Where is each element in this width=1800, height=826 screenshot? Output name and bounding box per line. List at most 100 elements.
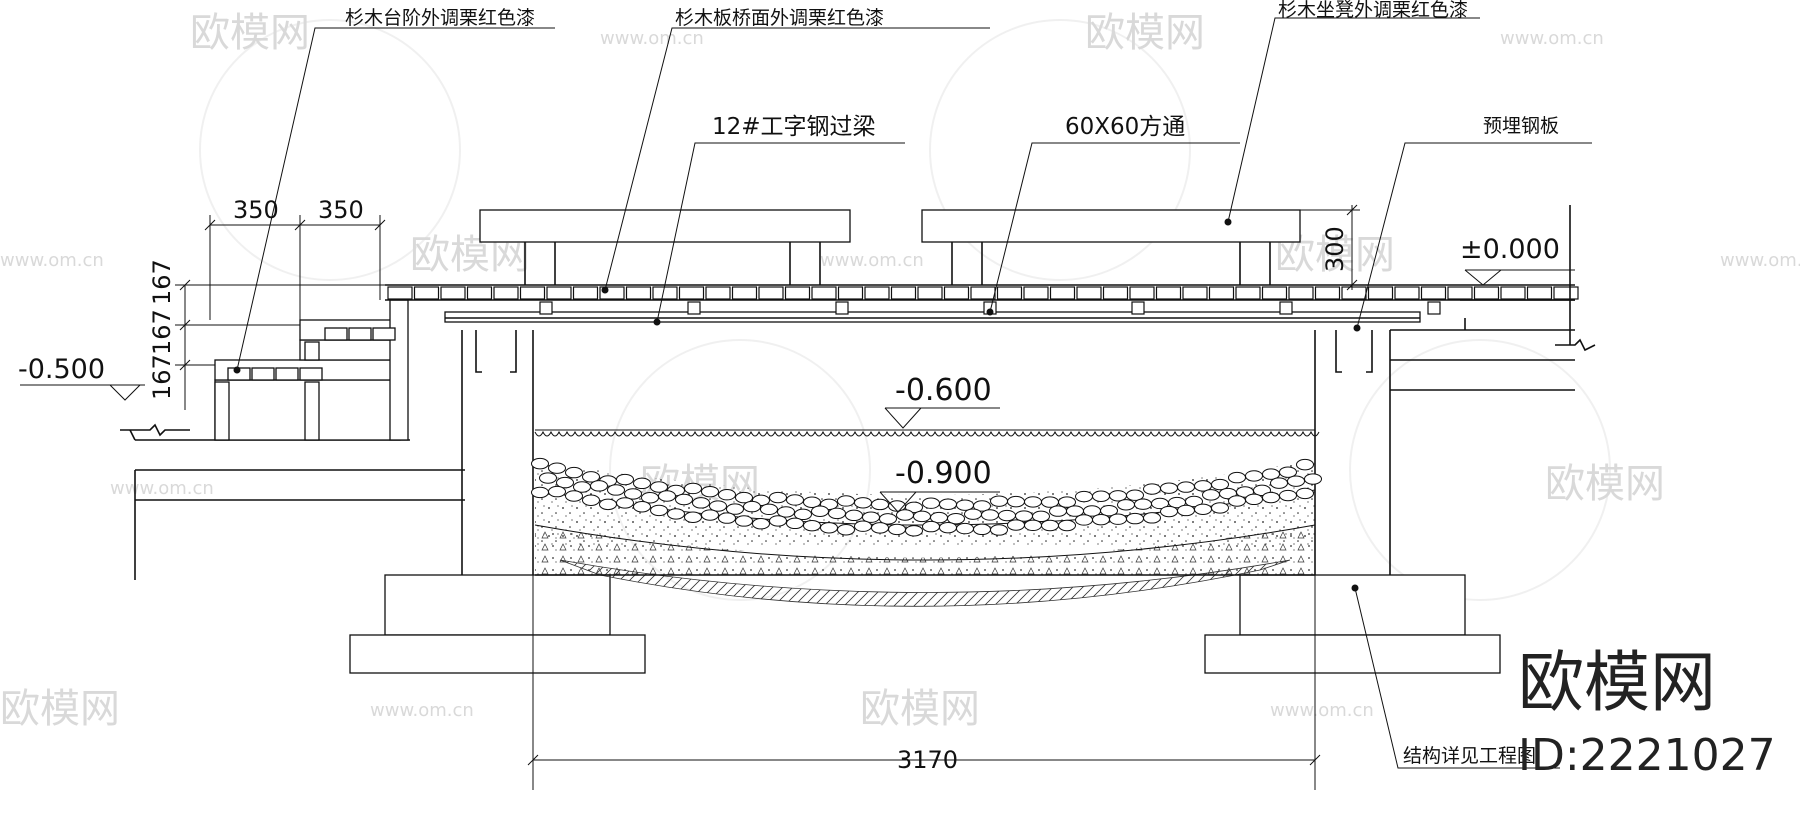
- step-width-dim-1: 350: [233, 196, 279, 224]
- step-tread-upper: [324, 327, 396, 341]
- watermark-url-text: www.om.cn: [1270, 700, 1374, 721]
- pebble: [607, 484, 625, 496]
- pebble: [964, 508, 982, 520]
- deck-plank: [917, 286, 943, 300]
- square-tube: [835, 301, 849, 315]
- pebble: [590, 480, 608, 492]
- deck-plank: [572, 286, 599, 300]
- pebble: [1185, 495, 1203, 508]
- pebble: [726, 503, 744, 515]
- square-tube: [687, 301, 701, 315]
- deck-plank: [1155, 286, 1182, 300]
- label-square-tube: 60X60方通: [1065, 114, 1185, 140]
- deck-plank: [864, 286, 890, 300]
- square-tube: [1279, 301, 1293, 315]
- pebble: [701, 485, 719, 498]
- deck-plank: [1314, 286, 1341, 300]
- pebble-layer: [531, 457, 1322, 537]
- pebble: [1049, 505, 1067, 517]
- pebble: [1304, 473, 1322, 485]
- pebble: [1075, 514, 1093, 526]
- pebble: [1211, 478, 1229, 491]
- pebble: [939, 521, 957, 534]
- leader-lines: [233, 17, 1592, 769]
- watermark-brand-text: 欧模网: [1085, 10, 1205, 56]
- pebble: [539, 472, 557, 484]
- pebble: [531, 486, 549, 499]
- pebble: [1177, 481, 1195, 493]
- pebble: [1296, 487, 1314, 500]
- pebble: [718, 512, 736, 524]
- deck-plank: [1553, 286, 1579, 300]
- pebble: [1262, 468, 1280, 480]
- pebble: [888, 523, 906, 536]
- label-beam: 12#工字钢过梁: [712, 114, 876, 140]
- pebble: [913, 510, 931, 523]
- deck-plank: [1235, 286, 1261, 300]
- pebble: [1228, 495, 1246, 507]
- bench-height-dimension: [1300, 204, 1360, 291]
- left-dimension-lines: [20, 215, 390, 410]
- deck-plank: [1500, 286, 1526, 300]
- pebble: [922, 520, 940, 533]
- deck-plank: [1076, 286, 1102, 300]
- water-surface: [534, 430, 1320, 437]
- level-step-base: -0.500: [18, 354, 105, 385]
- pebble: [1092, 490, 1110, 502]
- pebble: [616, 497, 634, 509]
- span-dimension: [527, 575, 1321, 790]
- pebble: [1058, 496, 1076, 508]
- pebble: [837, 495, 855, 507]
- pebble: [684, 511, 702, 523]
- pebble: [565, 466, 583, 479]
- pebble: [1024, 496, 1042, 508]
- watermark-url-text: www.om.cn: [820, 250, 924, 271]
- label-structure-note: 结构详见工程图: [1403, 745, 1536, 767]
- pebble: [854, 497, 872, 509]
- pebble: [1134, 498, 1152, 510]
- level-water: -0.600: [895, 373, 992, 408]
- pebble: [922, 497, 940, 509]
- watermark-brand-text: 欧模网: [1545, 461, 1665, 507]
- watermark-brand-text: 欧模网: [190, 10, 310, 56]
- pebble: [905, 501, 923, 514]
- pebble: [599, 498, 617, 511]
- left-step-structure: [120, 299, 465, 580]
- pebble: [1126, 489, 1144, 501]
- deck-planks: [387, 286, 1579, 300]
- pebble: [973, 523, 991, 536]
- label-deck-paint: 杉木板桥面外调栗红色漆: [675, 7, 884, 29]
- square-tube-row: [539, 301, 1441, 315]
- deck-plank: [970, 286, 996, 300]
- deck-plank: [758, 286, 784, 300]
- pebble: [1160, 505, 1178, 518]
- deck-plank: [1526, 286, 1553, 300]
- pebble: [828, 507, 846, 520]
- step-width-dim-2: 350: [318, 196, 364, 224]
- riser-dim-1: 167: [148, 259, 176, 305]
- deck-plank: [890, 286, 917, 300]
- deck-plank: [1129, 286, 1155, 300]
- deck-plank: [546, 286, 572, 300]
- pebble: [616, 473, 634, 486]
- deck-plank: [493, 286, 519, 300]
- deck-plank: [1261, 286, 1288, 300]
- pebble: [633, 477, 651, 490]
- pebble: [650, 481, 668, 493]
- pebble: [1245, 470, 1263, 482]
- pebble: [1296, 458, 1314, 471]
- bridge-deck: [385, 284, 1579, 373]
- embedded-anchors: [475, 330, 1373, 373]
- pebble: [1024, 519, 1042, 532]
- pebble: [879, 513, 897, 525]
- pebble: [565, 490, 583, 502]
- deck-plank: [1182, 286, 1208, 300]
- pebble: [1117, 499, 1135, 511]
- pebble: [803, 519, 821, 532]
- pebble: [990, 524, 1008, 536]
- brand-watermark: 欧模网: [1518, 644, 1716, 721]
- deck-plank: [943, 286, 970, 300]
- step-tread-lower: [227, 367, 323, 381]
- span-dim: 3170: [897, 746, 958, 774]
